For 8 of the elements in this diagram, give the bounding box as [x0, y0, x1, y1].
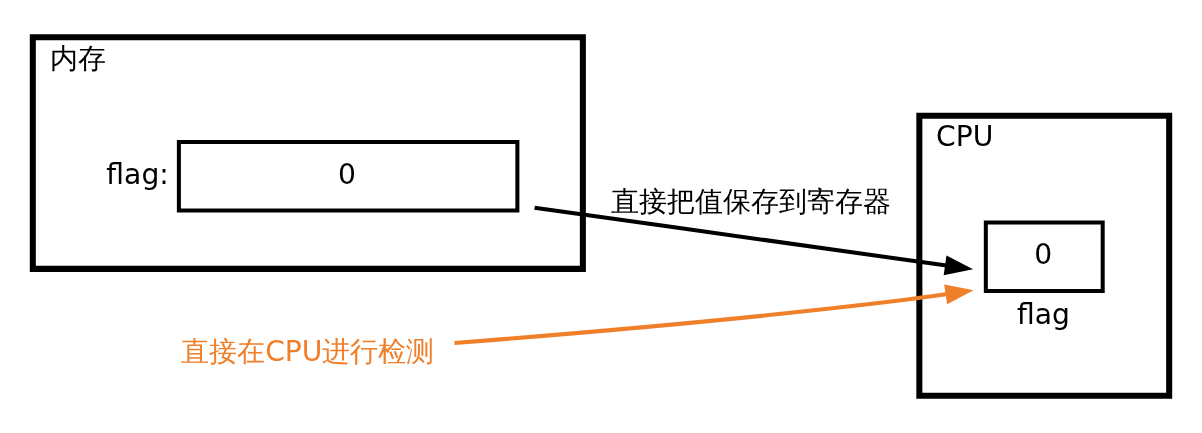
node-box: 0 [983, 220, 1105, 294]
arrow [534, 205, 974, 276]
edge-label: 直接把值保存到寄存器 [611, 184, 892, 218]
arrow [454, 284, 974, 345]
node-label: flag [1017, 297, 1070, 331]
node-box: 0 [176, 139, 520, 213]
node-label: flag: [106, 157, 169, 191]
node-text: 直接在CPU进行检测 [181, 334, 435, 368]
